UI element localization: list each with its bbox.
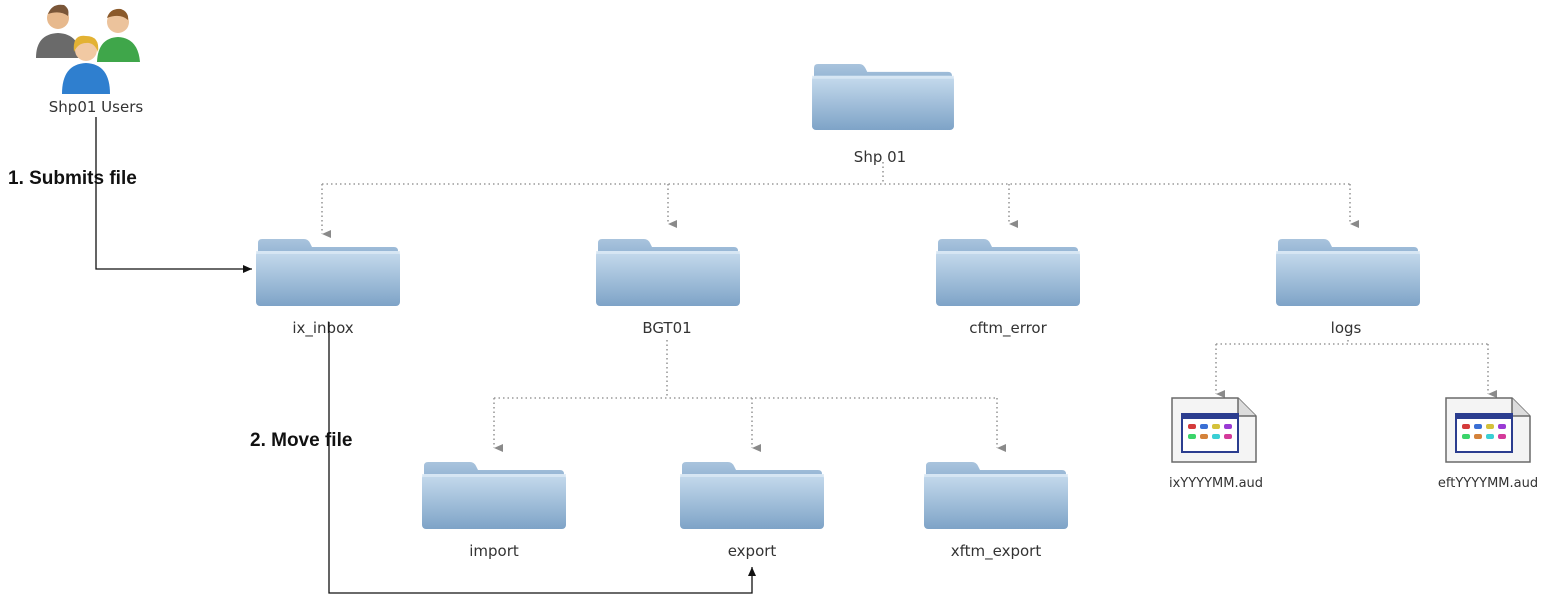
ix-inbox-folder-icon: [256, 239, 400, 306]
root-connectors: [321, 162, 1359, 238]
ix-audit-file-label: ixYYYYMM.aud: [1169, 476, 1263, 491]
audit-file-icon: [1445, 397, 1531, 463]
xftm-export-label: xftm_export: [951, 542, 1042, 561]
submit-file-arrow: [95, 117, 252, 273]
move-file-arrow: [328, 322, 756, 594]
logs-folder-icon: [1276, 239, 1420, 306]
users-label: Shp01 Users: [49, 98, 144, 116]
import-label: import: [469, 542, 519, 560]
logs-connectors: [1215, 340, 1497, 398]
cftm-error-folder-icon: [936, 239, 1080, 306]
logs-label: logs: [1331, 319, 1362, 337]
root-folder-label: Shp 01: [854, 148, 906, 166]
export-folder-icon: [680, 462, 824, 529]
step-move-label: 2. Move file: [250, 430, 352, 451]
bgt01-folder-icon: [596, 239, 740, 306]
ix-inbox-label: ix_inbox: [292, 319, 353, 338]
import-folder-icon: [422, 462, 566, 529]
export-label: export: [728, 542, 777, 560]
xftm-export-folder-icon: [924, 462, 1068, 529]
audit-file-icon: [1171, 397, 1257, 463]
root-folder-icon: [812, 63, 954, 131]
users-group-icon: [36, 4, 140, 94]
bgt01-label: BGT01: [642, 319, 691, 337]
eft-audit-file-label: eftYYYYMM.aud: [1438, 476, 1538, 491]
step-submit-label: 1. Submits file: [8, 168, 137, 189]
bgt01-connectors: [493, 340, 1006, 452]
cftm-error-label: cftm_error: [969, 319, 1047, 338]
